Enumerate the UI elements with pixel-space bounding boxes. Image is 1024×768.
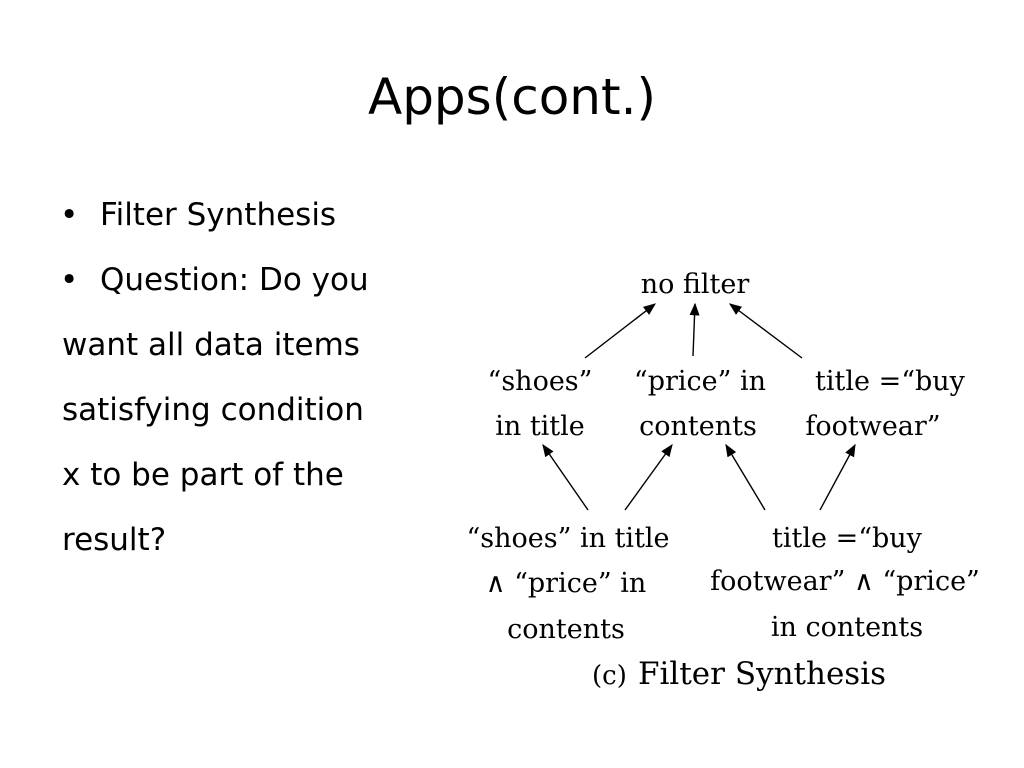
- node-title-buy-footwear-line1: title =“buy: [815, 366, 966, 397]
- node-price-in-contents-line2: contents: [639, 411, 757, 442]
- bullet-item: • Filter Synthesis: [58, 183, 428, 248]
- node-no-filter: no filter: [641, 269, 750, 300]
- node-title-buy-footwear-line2: footwear”: [805, 411, 940, 442]
- edge-titleprice-to-price: [725, 443, 766, 511]
- bullet-dot: •: [60, 262, 79, 298]
- slide-title: Apps(cont.): [367, 68, 656, 126]
- bullet-text: Question: Do you: [100, 262, 369, 298]
- bullet-continuation: satisfying condition: [62, 392, 364, 428]
- caption-label: (c): [592, 661, 627, 691]
- bullet-dot: •: [60, 197, 79, 233]
- bullet-continuation: x to be part of the: [62, 457, 344, 493]
- edge-shoes-to-root: [584, 303, 656, 359]
- edge-price-to-root: [689, 302, 700, 357]
- filter-synthesis-diagram: no filter “shoes” in title “price” in co…: [466, 269, 980, 692]
- bullet-continuation: result?: [62, 522, 167, 558]
- edge-titleprice-to-title: [819, 443, 856, 511]
- bullet-item: • Question: Do you: [58, 248, 428, 313]
- edge-shoesprice-to-shoes: [542, 443, 589, 511]
- node-title-and-price-line2: footwear” ∧ “price”: [710, 566, 980, 597]
- node-price-in-contents-line1: “price” in: [634, 366, 766, 397]
- node-shoes-and-price-line3: contents: [507, 614, 625, 645]
- node-shoes-in-title-line2: in title: [495, 411, 585, 442]
- node-title-and-price-line1: title =“buy: [772, 523, 923, 554]
- edge-title-to-root: [728, 303, 803, 359]
- bullet-continuation: want all data items: [62, 327, 360, 363]
- bullet-text: Filter Synthesis: [100, 197, 337, 233]
- edge-shoesprice-to-price: [624, 443, 673, 511]
- bullet-list: • Filter Synthesis • Question: Do you want…: [58, 183, 428, 573]
- caption-text: Filter Synthesis: [638, 656, 886, 692]
- node-shoes-in-title-line1: “shoes”: [488, 366, 593, 397]
- node-shoes-and-price-line2: ∧ “price” in: [486, 568, 646, 599]
- node-title-and-price-line3: in contents: [771, 612, 923, 643]
- node-shoes-and-price-line1: “shoes” in title: [466, 523, 669, 554]
